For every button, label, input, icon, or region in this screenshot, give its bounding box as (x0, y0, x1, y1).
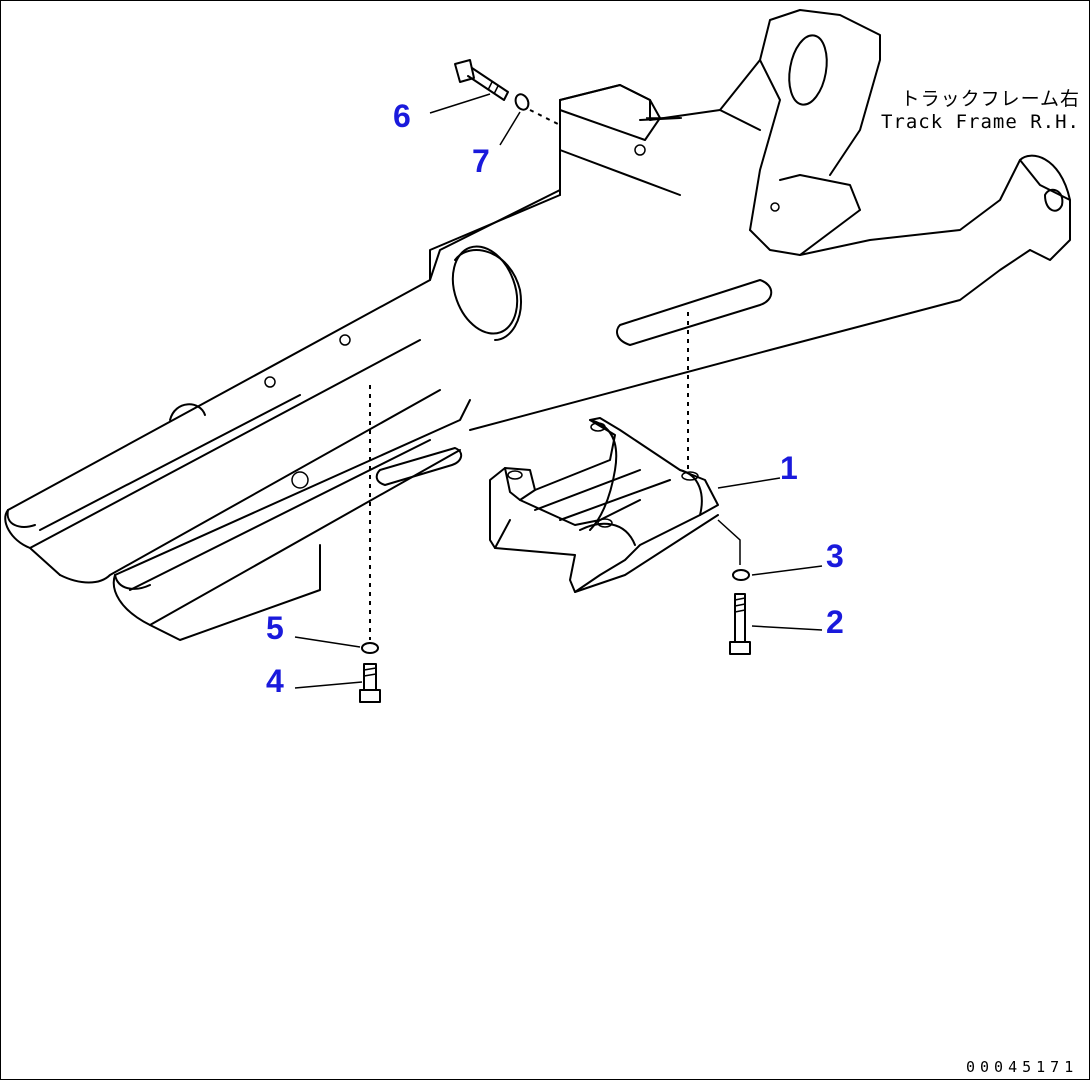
drawing-number: 00045171 (966, 1058, 1079, 1076)
assembly-line-washer (717, 519, 741, 565)
washer-part-7 (514, 93, 530, 111)
callout-4: 4 (266, 663, 284, 699)
callout-3: 3 (826, 538, 844, 574)
callout-7: 7 (472, 143, 490, 179)
washer-part-5 (361, 642, 379, 654)
bolt-part-6 (454, 59, 509, 101)
bolt-part-2 (729, 593, 751, 655)
track-frame-label: トラックフレーム右 Track Frame R.H. (880, 88, 1080, 134)
leader-6 (429, 93, 491, 114)
leader-2 (751, 625, 823, 631)
callout-1: 1 (780, 450, 798, 486)
bracket-part-1 (489, 417, 719, 593)
track-frame-label-japanese: トラックフレーム右 (900, 88, 1080, 110)
leader-4 (294, 681, 363, 689)
leader-3 (751, 565, 823, 576)
leader-1 (717, 477, 781, 489)
callout-5: 5 (266, 610, 284, 646)
track-frame-label-english: Track Frame R.H. (880, 110, 1080, 133)
callout-2: 2 (826, 604, 844, 640)
track-frame (4, 9, 1071, 641)
leader-7 (499, 111, 521, 146)
bolt-part-4 (359, 663, 381, 703)
callout-6: 6 (393, 98, 411, 134)
assembly-line-top (529, 109, 561, 126)
washer-part-3 (732, 569, 750, 581)
leader-5 (294, 636, 361, 648)
